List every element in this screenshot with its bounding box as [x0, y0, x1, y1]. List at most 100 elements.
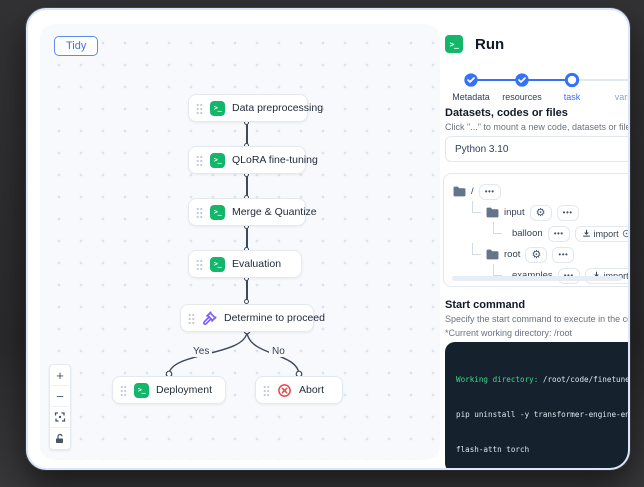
app-window: Tidy Yes No >_ Data preprocessing — [26, 8, 630, 470]
edge-label-yes: Yes — [190, 346, 213, 357]
terminal-line: Working directory: /root/code/finetune-l… — [456, 375, 630, 385]
terminal-line: pip uninstall -y transformer-engine-engi… — [456, 409, 630, 419]
node-label: QLoRA fine-tuning — [232, 154, 318, 166]
tidy-button[interactable]: Tidy — [54, 36, 99, 56]
panel-header: >_ Run — [445, 35, 504, 53]
node-label: Determine to proceed — [224, 312, 325, 324]
node-deployment[interactable]: >_ Deployment — [112, 376, 226, 404]
tree-connector — [472, 200, 481, 213]
node-evaluation[interactable]: >_ Evaluation — [188, 250, 302, 278]
tree-item-name: balloon — [512, 228, 543, 239]
run-icon: >_ — [445, 35, 463, 53]
drag-handle-icon[interactable] — [196, 154, 203, 166]
node-qlora-fine-tuning[interactable]: >_ QLoRA fine-tuning — [188, 146, 318, 174]
terminal-line: flash-attn torch — [456, 444, 530, 454]
fit-view-icon — [54, 412, 66, 422]
more-button[interactable]: ••• — [478, 183, 501, 200]
step-current-task[interactable] — [564, 72, 580, 88]
terminal-icon: >_ — [210, 256, 225, 272]
step-label-metadata[interactable]: Metadata — [452, 92, 490, 102]
drag-handle-icon[interactable] — [196, 102, 203, 114]
settings-button[interactable]: ⚙ — [525, 246, 548, 263]
edge-connector — [246, 174, 248, 198]
tree-item-name: input — [504, 207, 525, 218]
edge-connector — [246, 278, 248, 302]
folder-icon — [486, 207, 499, 218]
connection-handle[interactable] — [244, 299, 249, 304]
tree-connector — [493, 221, 502, 234]
more-button[interactable]: ••• — [552, 246, 575, 263]
terminal-icon: >_ — [210, 204, 225, 220]
runtime-select-value: Python 3.10 — [455, 143, 509, 155]
drag-handle-icon[interactable] — [196, 258, 203, 270]
start-command-terminal[interactable]: Working directory: /root/code/finetune-l… — [445, 342, 630, 468]
drag-handle-icon[interactable] — [120, 384, 127, 396]
drag-handle-icon[interactable] — [263, 384, 270, 396]
fit-view-button[interactable] — [50, 407, 70, 428]
start-command-heading: Start command — [445, 299, 526, 311]
working-directory-note: *Current working directory: /root — [445, 328, 573, 338]
tree-item-name: / — [471, 186, 474, 197]
stepper-line-upcoming — [572, 79, 628, 81]
gavel-icon — [203, 310, 217, 325]
file-tree: / ••• input ⚙ ••• ba — [443, 173, 628, 287]
node-label: Abort — [299, 384, 325, 396]
terminal-icon: >_ — [210, 152, 225, 168]
node-label: Merge & Quantize — [232, 206, 317, 218]
edge-label-no: No — [269, 346, 288, 357]
start-command-description: Specify the start command to execute in … — [445, 314, 628, 324]
tree-row-balloon[interactable]: balloon ••• import vessl-da — [453, 221, 628, 243]
import-label: import — [593, 228, 619, 239]
settings-button[interactable]: ⚙ — [529, 204, 552, 221]
node-determine-to-proceed[interactable]: Determine to proceed — [180, 304, 325, 332]
node-merge-quantize[interactable]: >_ Merge & Quantize — [188, 198, 317, 226]
horizontal-scrollbar[interactable] — [452, 276, 622, 281]
canvas-controls: + − — [49, 364, 71, 450]
tree-row-input[interactable]: input ⚙ ••• — [453, 200, 628, 222]
import-badge[interactable]: import vessl-da — [574, 225, 628, 242]
panel-title: Run — [475, 35, 505, 53]
more-button[interactable]: ••• — [547, 225, 570, 242]
drag-handle-icon[interactable] — [196, 206, 203, 218]
tree-item-name: root — [504, 249, 521, 260]
branch-edges — [165, 327, 303, 378]
node-label: Deployment — [156, 384, 213, 396]
unlock-icon — [56, 433, 63, 443]
folder-icon — [453, 186, 466, 197]
step-label-resources[interactable]: resources — [502, 92, 542, 102]
step-label-task[interactable]: task — [563, 92, 581, 102]
dataset-source-icon — [622, 229, 628, 238]
runtime-select[interactable]: Python 3.10 — [445, 136, 628, 162]
import-label: import — [604, 271, 628, 281]
node-label: Evaluation — [232, 258, 282, 270]
run-config-panel: >_ Run Metadata resources task vari Data… — [442, 10, 630, 468]
node-abort[interactable]: Abort — [255, 376, 343, 404]
drag-handle-icon[interactable] — [188, 312, 195, 324]
tree-row-root-dir[interactable]: root ⚙ ••• — [453, 242, 628, 264]
lock-button[interactable] — [50, 428, 70, 449]
edge-connector — [246, 122, 248, 146]
terminal-icon: >_ — [134, 382, 149, 398]
node-data-preprocessing[interactable]: >_ Data preprocessing — [188, 94, 323, 122]
step-check-resources[interactable] — [514, 72, 530, 88]
tree-row-root-slash[interactable]: / ••• — [453, 182, 628, 201]
terminal-icon: >_ — [210, 100, 225, 116]
datasets-heading: Datasets, codes or files — [445, 107, 568, 119]
node-label: Data preprocessing — [232, 102, 324, 114]
step-label-variables[interactable]: vari — [614, 92, 630, 102]
tree-connector — [493, 263, 502, 276]
more-button[interactable]: ••• — [556, 204, 579, 221]
tree-item-name: examples — [512, 270, 553, 281]
tree-connector — [472, 242, 481, 255]
datasets-description: Click "..." to mount a new code, dataset… — [445, 122, 630, 132]
folder-icon — [486, 249, 499, 260]
abort-icon — [278, 383, 291, 397]
zoom-out-button[interactable]: − — [50, 386, 70, 407]
pipeline-canvas[interactable]: Tidy Yes No >_ Data preprocessing — [40, 24, 440, 460]
zoom-in-button[interactable]: + — [50, 365, 70, 386]
edge-connector — [246, 226, 248, 250]
download-icon — [592, 271, 600, 279]
download-icon — [582, 229, 590, 237]
step-check-metadata[interactable] — [463, 72, 479, 88]
datasets-description-text: Click "..." to mount a new code, dataset… — [445, 122, 630, 132]
